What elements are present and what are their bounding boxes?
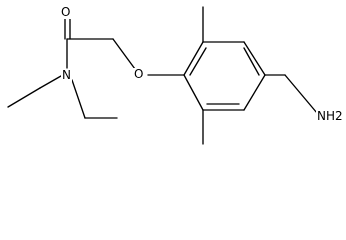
molecule-structure: O N O NH2 bbox=[7, 5, 344, 145]
bond-n-ethyl2 bbox=[71, 79, 86, 119]
bond-n-ethyl1 bbox=[39, 75, 62, 89]
bond-ch2-o bbox=[112, 38, 136, 70]
ether-oxygen-label: O bbox=[133, 67, 145, 81]
ring-bond-1 bbox=[183, 41, 204, 76]
ring-inner-bond-2 bbox=[243, 47, 260, 76]
carbonyl-oxygen-label: O bbox=[60, 5, 72, 19]
bond-ethyl1-ch3 bbox=[7, 87, 41, 108]
bond-ch2-nh2 bbox=[284, 74, 318, 114]
amide-nitrogen-label: N bbox=[61, 68, 72, 82]
ring-bond-3 bbox=[243, 41, 266, 76]
ring-bond-4 bbox=[243, 74, 266, 111]
skeletal-formula bbox=[7, 6, 318, 145]
ring-bond-6 bbox=[183, 74, 204, 111]
amine-label: NH2 bbox=[316, 109, 344, 123]
ring-inner-bond-1 bbox=[189, 47, 207, 76]
